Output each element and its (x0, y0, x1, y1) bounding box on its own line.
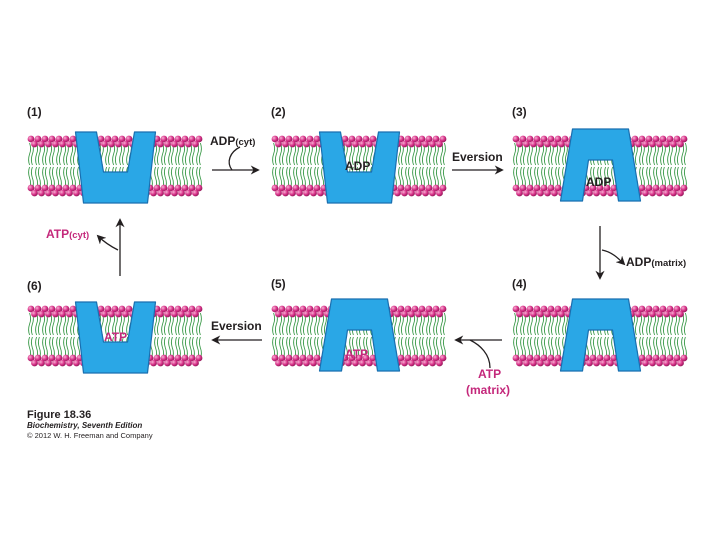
membrane-panel-2 (271, 131, 447, 204)
translocase-protein (318, 298, 401, 372)
atp-cyt-label: ATP(cyt) (46, 227, 89, 241)
panel-number-1: (1) (27, 105, 42, 119)
translocase-protein (559, 298, 642, 372)
panel-number-6: (6) (27, 279, 42, 293)
eversion-label-bottom: Eversion (211, 319, 262, 333)
panel-number-2: (2) (271, 105, 286, 119)
eversion-arrow-bottom: Eversion (211, 319, 262, 345)
eversion-label-top: Eversion (452, 150, 503, 164)
atp-bound-label-panel-5: ATP (345, 347, 368, 361)
panel-number-5: (5) (271, 277, 286, 291)
membrane-panel-4 (512, 298, 688, 372)
panel-number-4: (4) (512, 277, 527, 291)
adp-matrix-release-arrow: ADP(matrix) (595, 226, 686, 280)
membrane-panel-3 (512, 128, 688, 202)
adp-bound-label-panel-3: ADP (586, 175, 611, 189)
translocase-protein (74, 131, 157, 204)
figure-number: Figure 18.36 (27, 409, 91, 421)
eversion-arrow-top: Eversion (452, 150, 504, 175)
membrane-panel-5 (271, 298, 447, 372)
translocase-protein (318, 131, 401, 204)
copyright-line: © 2012 W. H. Freeman and Company (27, 431, 153, 440)
adp-cyt-label: ADP(cyt) (210, 134, 255, 148)
panel-number-3: (3) (512, 105, 527, 119)
atp-bound-label-panel-6: ATP (104, 330, 127, 344)
membrane-panel-1 (27, 131, 203, 204)
atp-matrix-entry-arrow: ATP (matrix) (454, 335, 510, 397)
atp-matrix-label-line2: (matrix) (466, 383, 510, 397)
adp-matrix-label: ADP(matrix) (626, 255, 686, 269)
book-title: Biochemistry, Seventh Edition (27, 421, 142, 430)
translocase-protein (559, 128, 642, 202)
membrane-panel-6 (27, 301, 203, 374)
atp-matrix-label-line1: ATP (478, 367, 501, 381)
atp-cyt-release-arrow: ATP(cyt) (46, 218, 125, 276)
translocase-protein (74, 301, 157, 374)
adp-cyt-entry-arrow: ADP(cyt) (210, 134, 260, 175)
adp-bound-label-panel-2: ADP (345, 159, 370, 173)
